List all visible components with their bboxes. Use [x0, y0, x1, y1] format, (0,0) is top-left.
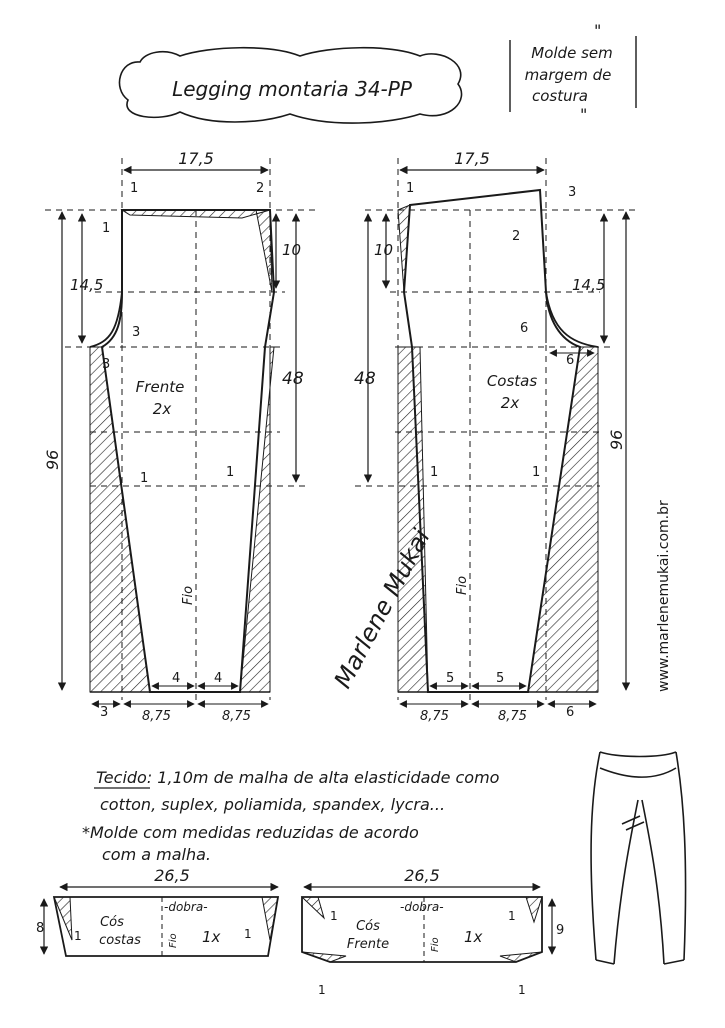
front-marker-crotch: 3 [102, 357, 110, 372]
back-dim-side-top: 10 [374, 241, 393, 259]
legging-sketch [590, 751, 687, 965]
back-grain-label: Fio [455, 576, 470, 595]
back-dim-top-width: 17,5 [454, 149, 490, 168]
fabric-note-line-4: com a malha. [102, 845, 211, 864]
waistband-back-height: 8 [36, 921, 44, 936]
front-dim-hem-half-left: 8,75 [142, 709, 171, 724]
front-grain-label: Fio [181, 586, 196, 605]
note-line-2: margem de [525, 66, 612, 84]
waistband-front-height: 9 [556, 923, 564, 938]
front-dim-hem-in-left: 4 [172, 671, 180, 686]
fabric-note-line-1: Tecido: 1,10m de malha de alta elasticid… [96, 768, 500, 787]
back-dim-hem-in-left: 5 [446, 671, 454, 686]
front-dim-top-width: 17,5 [178, 149, 214, 168]
waistband-back-marker-left: 1 [74, 929, 82, 943]
website-url: www.marlenemukai.com.br [656, 500, 672, 692]
front-dim-hem-margin: 3 [100, 705, 108, 720]
waistband-back-width: 26,5 [154, 866, 190, 885]
back-dim-crotch-depth: 14,5 [572, 276, 605, 294]
front-marker-top-right: 2 [256, 181, 264, 196]
note-quote-bottom: " [580, 105, 587, 124]
waistband-front-grain: Fio [430, 937, 441, 952]
front-marker-top-left: 1 [130, 181, 138, 196]
pattern-note: " Molde sem margem de costura " [509, 21, 637, 124]
waistband-front-marker-bottom-right: 1 [518, 983, 526, 997]
back-dim-crotch-ext: 6 [566, 353, 574, 368]
waistband-front-marker-right: 1 [508, 909, 516, 923]
waistband-front-marker-bottom-left: 1 [318, 983, 326, 997]
fabric-note-line-2: cotton, suplex, poliamida, spandex, lycr… [100, 795, 445, 814]
back-dim-inseam: 48 [354, 369, 376, 389]
waistband-front-label-1: Cós [356, 919, 380, 934]
waistband-back-label-2: costas [99, 933, 141, 948]
note-quote-top: " [594, 21, 601, 40]
back-dim-hem-margin: 6 [566, 705, 574, 720]
waistband-front-label-2: Frente [347, 937, 389, 952]
waistband-front-fold: -dobra- [400, 900, 444, 914]
waistband-back-label-1: Cós [100, 915, 124, 930]
waistband-back-count: 1x [202, 928, 221, 946]
fabric-note-line-3: *Molde com medidas reduzidas de acordo [82, 823, 419, 842]
waistband-back-grain: Fio [168, 933, 179, 948]
note-line-1: Molde sem [531, 44, 612, 62]
back-dim-hem-in-right: 5 [496, 671, 504, 686]
front-dim-crotch-point: 3 [132, 325, 140, 340]
fabric-note: Tecido: 1,10m de malha de alta elasticid… [82, 768, 500, 864]
front-piece-count: 2x [153, 400, 172, 418]
waistband-back-marker-right: 1 [244, 927, 252, 941]
back-piece-label: Costas [487, 372, 538, 390]
waistband-back: 26,5 -dobra- Cós costas Fio 1x 1 1 8 [36, 866, 280, 957]
front-dim-crotch-depth: 14,5 [70, 276, 103, 294]
front-dim-inseam: 48 [282, 369, 304, 389]
waistband-front-count: 1x [464, 928, 483, 946]
back-marker-waist-2: 2 [512, 229, 520, 244]
back-piece-count: 2x [501, 394, 520, 412]
front-dim-hem-in-right: 4 [214, 671, 222, 686]
front-marker-waist-left: 1 [102, 221, 110, 236]
back-dim-crotch-point: 6 [520, 321, 528, 336]
back-pattern-piece: 17,5 1 3 2 10 48 14,5 6 6 96 1 1 Costas … [354, 149, 640, 724]
note-line-3: costura [532, 87, 588, 105]
front-dim-side-top: 10 [282, 241, 301, 259]
back-marker-waist-3: 3 [568, 185, 576, 200]
back-dim-hem-half-right: 8,75 [498, 709, 527, 724]
front-piece-label: Frente [136, 378, 185, 396]
waistband-front-width: 26,5 [404, 866, 440, 885]
front-marker-knee-right: 1 [226, 465, 234, 480]
front-dim-hem-half-right: 8,75 [222, 709, 251, 724]
front-pattern-piece: 17,5 1 2 1 96 14,5 3 3 10 48 1 1 Frente … [43, 149, 320, 724]
title-cloud [118, 46, 463, 124]
front-marker-knee-left: 1 [140, 471, 148, 486]
back-dim-total-length: 96 [607, 430, 626, 450]
back-marker-knee-right: 1 [532, 465, 540, 480]
waistband-front-marker-left: 1 [330, 909, 338, 923]
page-title: Legging montaria 34-PP [172, 77, 413, 101]
back-marker-top-left: 1 [406, 181, 414, 196]
waistband-back-fold: -dobra- [164, 900, 208, 914]
waistband-front: 26,5 -dobra- Cós Frente Fio 1x 1 1 1 1 9 [300, 866, 564, 997]
front-dim-total-length: 96 [43, 450, 62, 470]
back-dim-hem-half-left: 8,75 [420, 709, 449, 724]
back-marker-knee-left: 1 [430, 465, 438, 480]
